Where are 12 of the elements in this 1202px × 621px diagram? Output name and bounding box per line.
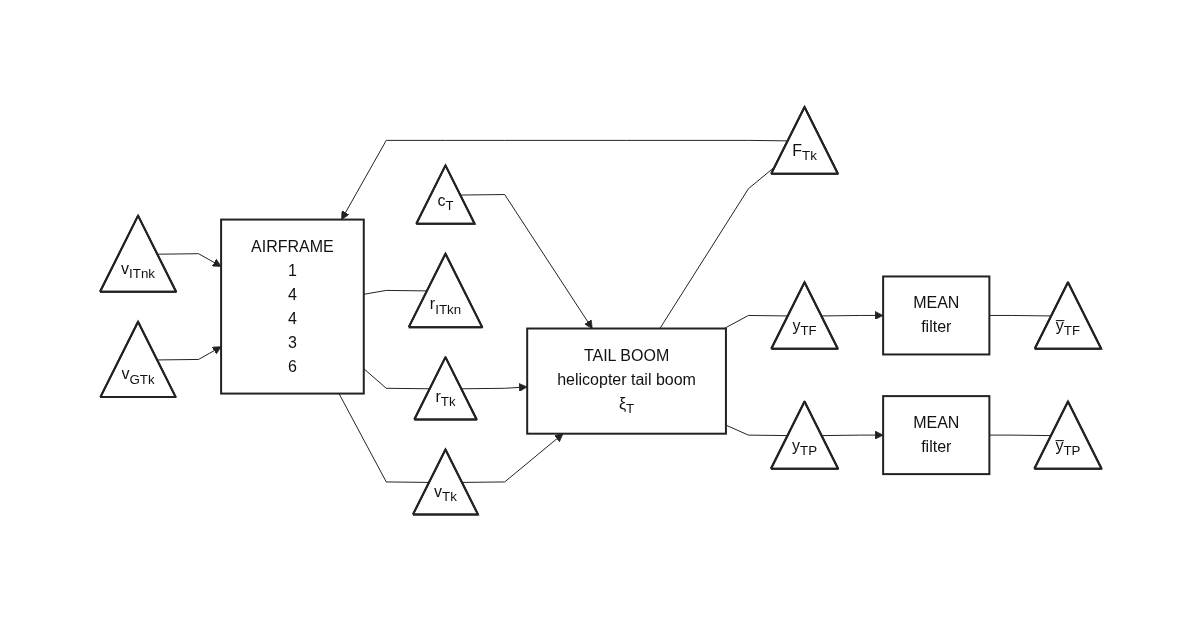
node-box: MEAN filter <box>882 394 991 475</box>
arrow <box>821 310 884 320</box>
node-box: TAIL BOOM helicopter tail boom ξ$_{T}$ <box>526 327 728 435</box>
node-box: AIRFRAME 1 4 4 3 6 <box>220 218 365 395</box>
arrow <box>461 433 564 483</box>
arrow <box>157 346 222 361</box>
arrow <box>460 193 593 329</box>
connector <box>338 392 431 483</box>
arrow <box>461 382 528 392</box>
arrow <box>157 253 222 267</box>
arrow <box>821 430 884 440</box>
node-box: MEAN filter <box>882 275 991 356</box>
